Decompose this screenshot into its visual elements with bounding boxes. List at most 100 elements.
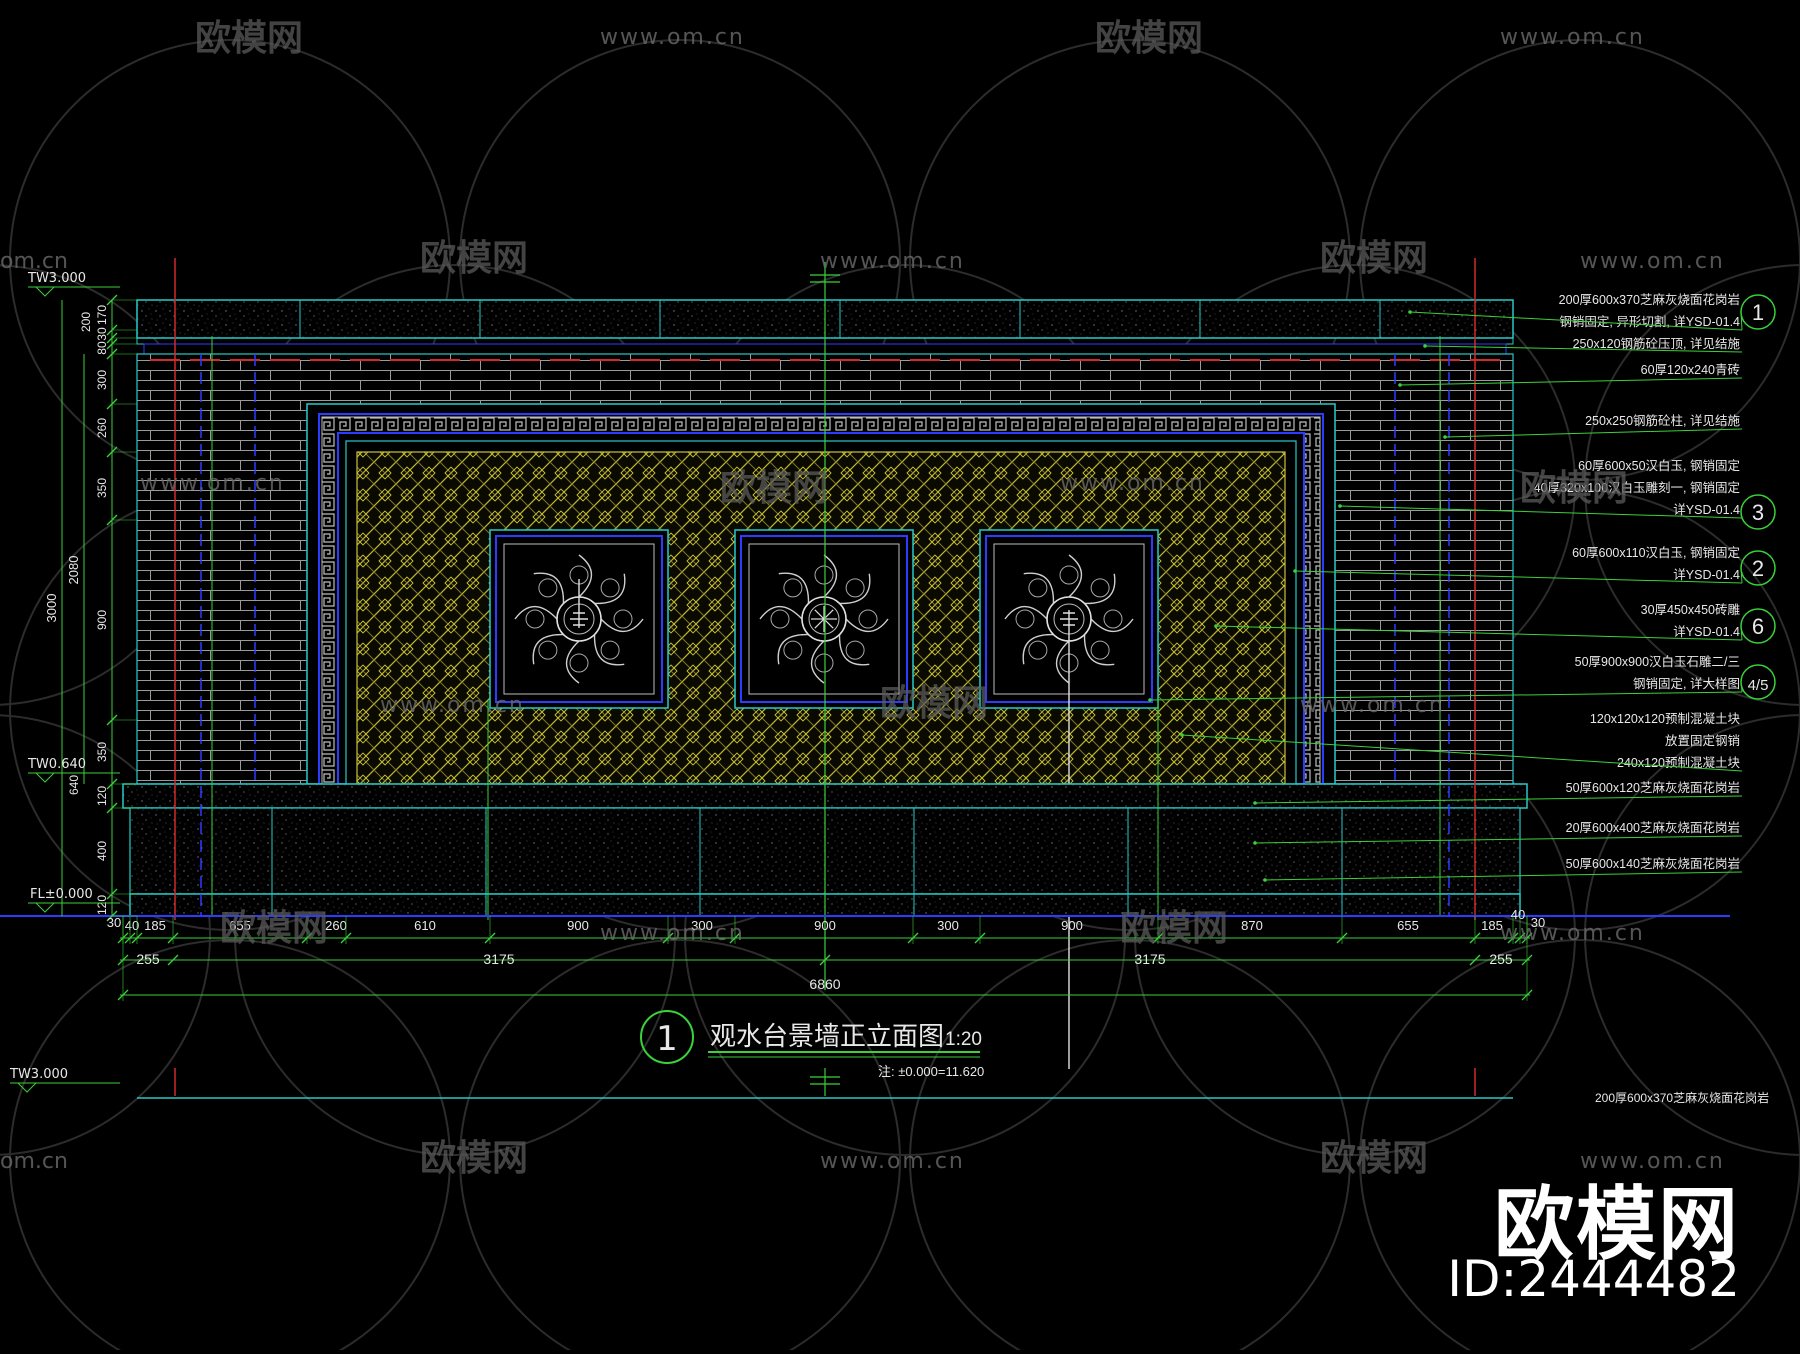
leader-dot [1443,435,1447,439]
watermark-circle [909,939,1351,1354]
url-watermark-text: www.om.cn [140,471,285,496]
callout-3: 60厚120x240青砖 [1398,362,1743,387]
leader-line [1444,428,1743,438]
leader-line [1740,567,1743,584]
center-medallion [801,596,847,642]
url-watermark-text: www.om.cn [1580,249,1725,274]
dim-bottom-1: 610 [414,918,436,933]
leader-dot [1338,504,1342,508]
scroll-motif [1022,633,1054,665]
brand-watermark-text: 欧模网 [1120,908,1228,949]
dim-bottom-1: 185 [144,918,166,933]
dim-tick [167,954,179,966]
curl-motif [783,640,803,660]
scroll-motif [532,633,564,665]
glyph-motif [570,579,588,628]
leader-line [1409,311,1743,331]
scroll-motif [578,554,593,598]
curl-motif [613,609,633,629]
vertical-dimensions: 3000208017030200803002603509003501204006… [44,294,137,922]
scroll-motif [1083,634,1115,666]
leader-line [1254,835,1743,844]
leader-dot [1293,569,1297,573]
callout-text: 20厚600x400芝麻灰烧面花岗岩 [1566,820,1740,835]
curl-motif [814,565,834,585]
brand-watermark-text: 欧模网 [420,238,528,279]
brand-watermark-text: 欧模网 [1320,238,1428,279]
callout-text: 250x120钢筋砼压顶, 详见结施 [1573,336,1741,351]
watermark-circle [0,714,211,1156]
brand-watermark-text: 欧模网 [720,468,828,509]
callout-text: 200厚600x370芝麻灰烧面花岗岩 [1559,292,1740,307]
brand-watermark: 欧模网 [1494,1178,1740,1271]
scroll-motif [777,633,809,665]
curl-motif [538,578,558,598]
leader-line [1264,871,1743,881]
watermark-circle [1359,39,1800,481]
leader-dot [1214,624,1218,628]
leader-line [1339,505,1743,519]
watermark-circle [1359,939,1800,1354]
dim-bottom-1: 300 [937,918,959,933]
dim-bottom-1: 900 [1061,918,1083,933]
carved-panel-2 [734,529,914,709]
level-mid: TW0.640 [27,757,86,772]
dim-segment: 400 [95,841,109,861]
star-ray [814,618,825,629]
scroll-motif [839,573,871,605]
carved-panel-1 [489,529,669,709]
callout-tag: 1 [1752,300,1764,325]
star-ray [814,609,825,620]
dim-overall: 6860 [809,976,840,992]
leader-line [1181,734,1743,772]
scroll-motif [845,618,889,633]
callout-11: 20厚600x400芝麻灰烧面花岗岩 [1253,820,1743,845]
scroll-motif [823,554,838,598]
curl-motif [1103,609,1123,629]
dim-segment: 80 [95,341,109,355]
watermark-circle [9,939,451,1354]
callout-text: 60厚120x240青砖 [1641,362,1740,377]
callout-text: 详YSD-01.4 [1673,567,1740,582]
callout-tag: 4/5 [1748,677,1769,694]
curl-motif [569,653,589,673]
curl-motif [538,640,558,660]
leader-dot [1423,344,1427,348]
dim-bottom-1: 40 [125,918,139,933]
curl-motif [525,609,545,629]
leader-dot [1253,841,1257,845]
level-next: TW3.000 [9,1067,68,1082]
callout-text: 50厚600x140芝麻灰烧面花岗岩 [1566,856,1740,871]
dim-segment: 640 [67,775,81,795]
url-watermark-text: www.om.cn [820,249,965,274]
dim-segment: 350 [95,478,109,498]
dim-tick [819,954,831,966]
drawing-scale: 1:20 [945,1029,982,1050]
scroll-motif [1084,573,1116,605]
url-watermark-text: www.om.cn [1580,1149,1725,1174]
callout-12: 50厚600x140芝麻灰烧面花岗岩 [1263,856,1743,882]
dim-segment: 200 [79,312,93,332]
callout-text: 50厚600x120芝麻灰烧面花岗岩 [1566,780,1740,795]
watermark-texts: 欧模网欧模网欧模网欧模网欧模网欧模网欧模网欧模网欧模网欧模网欧模网www.om.… [0,18,1725,1179]
scroll-motif [594,573,626,605]
leader-line [1740,311,1743,331]
carved-panels [489,529,1159,1069]
dim-segment: 30 [95,327,109,341]
callout-tag: 2 [1752,556,1764,581]
url-watermark-text: www.om.cn [1500,25,1645,50]
scroll-motif [533,572,565,604]
id-watermark: ID:2444482 [1447,1250,1740,1308]
callout-text: 详YSD-01.4 [1673,624,1740,639]
dim-bottom-1: 40 [1511,907,1525,922]
callout-4: 250x250钢筋砼柱, 详见结施 [1443,413,1743,439]
dim-bottom-2: 255 [136,951,160,967]
leader-line [1399,377,1743,386]
callout-text: 详YSD-01.4 [1673,502,1740,517]
callout-text: 放置固定钢销 [1665,733,1740,748]
